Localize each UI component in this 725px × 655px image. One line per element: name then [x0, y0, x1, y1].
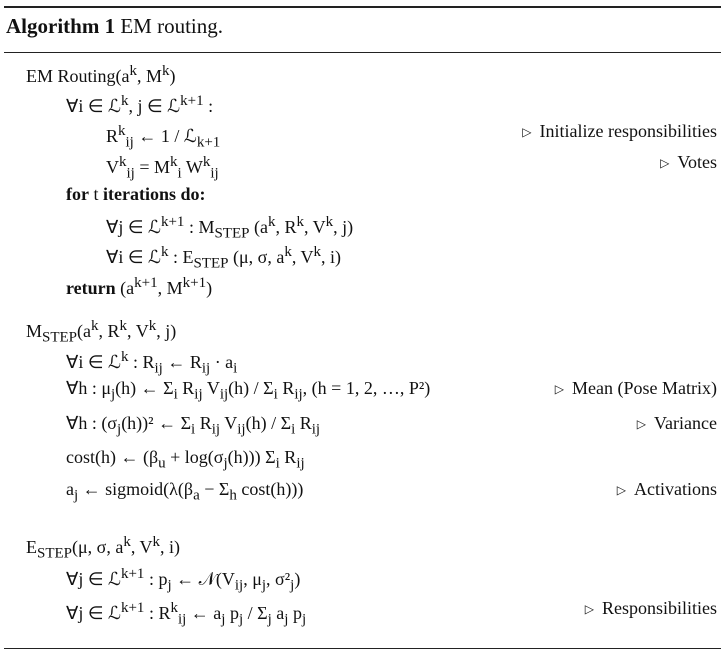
algorithm-line-comment: ▷ Initialize responsibilities	[522, 115, 717, 149]
caption-title: EM routing.	[120, 14, 223, 38]
algorithm-line: MSTEP(ak, Rk, Vk, j)	[0, 310, 725, 346]
bottom-rule	[4, 648, 721, 649]
algorithm-line-comment: ▷ Votes	[660, 146, 717, 180]
comment-triangle-icon: ▷	[616, 483, 626, 497]
comment-triangle-icon: ▷	[584, 602, 594, 616]
algorithm-line: Vkij = Mki Wkij ▷ Votes	[0, 146, 725, 182]
algorithm-line-comment: ▷ Variance	[637, 407, 717, 441]
comment-triangle-icon: ▷	[522, 125, 532, 139]
algorithm-line-code: cost(h) ← (βu + log(σj(h))) Σi Rij	[66, 447, 305, 472]
caption-rule	[4, 52, 721, 53]
algorithm-line: return (ak+1, Mk+1)	[0, 267, 725, 299]
algorithm-line: aj ← sigmoid(λ(βa − Σh cost(h))) ▷ Activat…	[0, 473, 725, 505]
algorithm-line: ESTEP(μ, σ, ak, Vk, i)	[0, 526, 725, 562]
algorithm-line-code: EM Routing(ak, Mk)	[26, 63, 176, 86]
caption-label: Algorithm 1	[6, 14, 116, 38]
comment-text: Activations	[634, 479, 717, 499]
algorithm-line-code: ∀j ∈ ℒk+1 : pj ← 𝒩(Vij, μj, σ²j)	[66, 566, 301, 594]
algorithm-line-code: MSTEP(ak, Rk, Vk, j)	[26, 318, 177, 346]
algorithm-line-code: ESTEP(μ, σ, ak, Vk, i)	[26, 534, 181, 562]
comment-text: Initialize responsibilities	[539, 121, 717, 141]
algorithm-line-code: ∀i ∈ ℒk, j ∈ ℒk+1 :	[66, 93, 214, 116]
algorithm-line: ∀h : (σj(h))² ← Σi Rij Vij(h) / Σi Rij ▷ V…	[0, 407, 725, 439]
comment-triangle-icon: ▷	[636, 417, 647, 431]
algorithm-line-comment: ▷ Activations	[617, 473, 717, 507]
algorithm-line: for t iterations do:	[0, 178, 725, 210]
algorithm-line-code: ∀h : μj(h) ← Σi Rij Vij(h) / Σi Rij, (h …	[66, 378, 431, 403]
algorithm-line: ∀i ∈ ℒk, j ∈ ℒk+1 :	[0, 85, 725, 117]
algorithm-line: ∀j ∈ ℒk+1 : pj ← 𝒩(Vij, μj, σ²j)	[0, 558, 725, 594]
comment-text: Mean (Pose Matrix)	[572, 378, 717, 398]
comment-text: Variance	[654, 413, 717, 433]
algorithm-line-code: ∀j ∈ ℒk+1 : MSTEP (ak, Rk, Vk, j)	[106, 214, 354, 242]
algorithm-line-code: aj ← sigmoid(λ(βa − Σh cost(h)))	[66, 479, 304, 504]
algorithm-caption: Algorithm 1 EM routing.	[6, 14, 223, 39]
comment-text: Responsibilities	[601, 598, 717, 618]
algorithm-line-code: ∀j ∈ ℒk+1 : Rkij ← aj pj / Σj aj pj	[66, 600, 307, 628]
algorithm-line-code: Rkij ← 1 / ℒk+1	[106, 123, 221, 151]
algorithm-line: cost(h) ← (βu + log(σj(h))) Σi Rij	[0, 441, 725, 473]
algorithm-line: ∀i ∈ ℒk : ESTEP (μ, σ, ak, Vk, i)	[0, 236, 725, 272]
algorithm-line: ∀h : μj(h) ← Σi Rij Vij(h) / Σi Rij, (h …	[0, 372, 725, 404]
algorithm-line: ∀j ∈ ℒk+1 : MSTEP (ak, Rk, Vk, j)	[0, 206, 725, 242]
algorithm-line-comment: ▷ Responsibilities	[585, 592, 717, 626]
algorithm-line: ∀i ∈ ℒk : Rij ← Rij · ai	[0, 341, 725, 377]
algorithm-line-code: ∀i ∈ ℒk : ESTEP (μ, σ, ak, Vk, i)	[106, 244, 342, 272]
algorithm-line: EM Routing(ak, Mk)	[0, 55, 725, 87]
comment-triangle-icon: ▷	[660, 156, 670, 170]
comment-triangle-icon: ▷	[554, 382, 565, 396]
algorithm-line-code: ∀i ∈ ℒk : Rij ← Rij · ai	[66, 349, 238, 377]
algorithm-line-code: return (ak+1, Mk+1)	[66, 275, 213, 298]
algorithm-line-code: ∀h : (σj(h))² ← Σi Rij Vij(h) / Σi Rij	[66, 413, 321, 438]
algorithm-line: Rkij ← 1 / ℒk+1 ▷ Initialize responsibilit…	[0, 115, 725, 151]
algorithm-line: ∀j ∈ ℒk+1 : Rkij ← aj pj / Σj aj pj ▷ Resp…	[0, 592, 725, 628]
algorithm-line-comment: ▷ Mean (Pose Matrix)	[555, 372, 717, 406]
top-rule	[4, 6, 721, 8]
algorithm-line-code: Vkij = Mki Wkij	[106, 154, 219, 182]
comment-text: Votes	[677, 152, 717, 172]
algorithm-line-code: for t iterations do:	[66, 184, 206, 204]
